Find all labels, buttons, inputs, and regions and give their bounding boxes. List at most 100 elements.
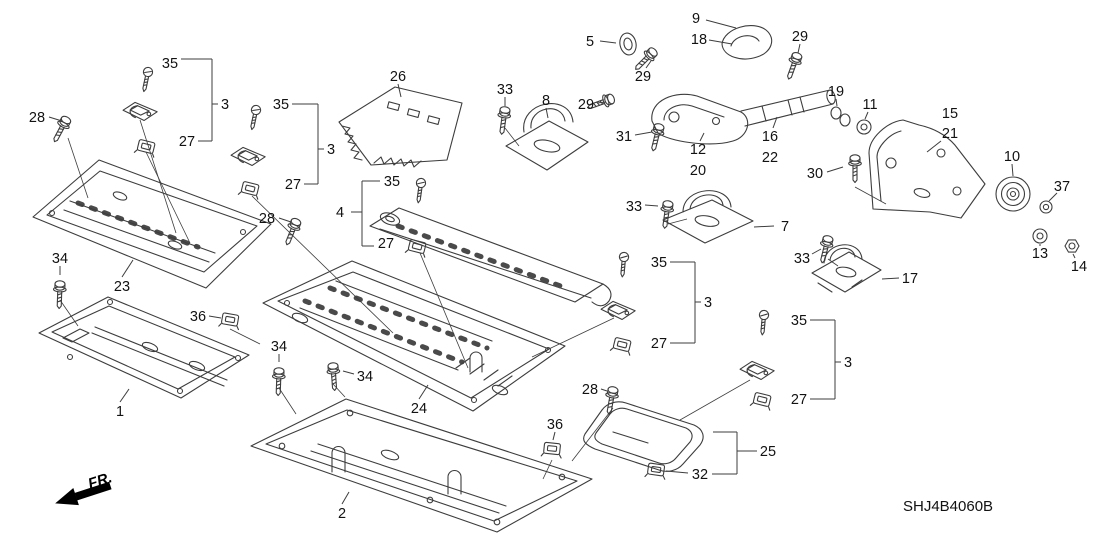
part-36-clip bbox=[218, 311, 242, 331]
part-13-drawing bbox=[1032, 228, 1048, 244]
part-2-drawing bbox=[250, 398, 593, 533]
part-label-36: 36 bbox=[190, 309, 206, 325]
part-14-nut bbox=[1064, 239, 1080, 253]
part-34-bolt bbox=[271, 367, 286, 397]
leader-line bbox=[208, 315, 222, 319]
part-3-latch bbox=[229, 145, 267, 168]
leader-line bbox=[708, 39, 733, 45]
part-27-clip bbox=[749, 391, 774, 411]
part-label-22: 22 bbox=[762, 150, 778, 166]
part-label-28: 28 bbox=[259, 211, 275, 227]
part-label-35: 35 bbox=[273, 97, 289, 113]
leader-line bbox=[926, 140, 942, 153]
leader-line bbox=[705, 19, 737, 29]
part-25-drawing bbox=[583, 401, 704, 472]
part-label-18: 18 bbox=[691, 32, 707, 48]
part-7-drawing bbox=[662, 190, 754, 244]
part-label-21: 21 bbox=[942, 126, 958, 142]
leader-line bbox=[545, 107, 549, 119]
diagram-code: SHJ4B4060B bbox=[903, 498, 993, 515]
part-label-12: 12 bbox=[690, 142, 706, 158]
part-23-drawing bbox=[32, 159, 272, 289]
leader-line bbox=[397, 83, 402, 98]
part-label-31: 31 bbox=[616, 129, 632, 145]
part-3-latch bbox=[738, 359, 776, 382]
part-label-4: 4 bbox=[336, 205, 344, 221]
part-label-7: 7 bbox=[781, 219, 789, 235]
part-4-drawing bbox=[369, 207, 612, 307]
leader-line bbox=[121, 259, 134, 278]
leader-line bbox=[835, 98, 838, 107]
leader-line bbox=[753, 225, 775, 228]
leader-line bbox=[645, 60, 652, 69]
part-30-bolt bbox=[848, 154, 862, 184]
leader-line bbox=[341, 491, 350, 505]
part-24-drawing bbox=[262, 260, 566, 412]
leader-line bbox=[634, 131, 653, 136]
part-label-13: 13 bbox=[1032, 246, 1048, 262]
part-29-bolt bbox=[782, 50, 805, 82]
part-label-30: 30 bbox=[807, 166, 823, 182]
part-label-2: 2 bbox=[338, 506, 346, 522]
part-label-26: 26 bbox=[390, 69, 406, 85]
part-27-clip bbox=[237, 180, 262, 200]
part-label-11: 11 bbox=[862, 97, 877, 113]
leader-line bbox=[278, 217, 292, 223]
part-35-screw bbox=[757, 309, 770, 336]
part-34-bolt bbox=[325, 361, 342, 392]
part-label-34: 34 bbox=[271, 339, 287, 355]
lever-assembly-drawing bbox=[619, 25, 872, 145]
leader-line bbox=[644, 204, 659, 207]
part-27-clip bbox=[133, 138, 158, 158]
part-15-21-drawing bbox=[868, 119, 986, 219]
part-label-35: 35 bbox=[791, 313, 807, 329]
fr-label: FR. bbox=[86, 469, 114, 493]
part-label-3: 3 bbox=[844, 355, 852, 371]
part-label-9: 9 bbox=[692, 11, 700, 27]
part-label-3: 3 bbox=[704, 295, 712, 311]
part-label-27: 27 bbox=[179, 134, 195, 150]
leader-line bbox=[699, 132, 705, 142]
part-label-15: 15 bbox=[942, 106, 958, 122]
part-label-24: 24 bbox=[411, 401, 427, 417]
part-label-28: 28 bbox=[29, 110, 45, 126]
leader-line bbox=[665, 470, 689, 474]
part-37-drawing bbox=[1039, 200, 1053, 214]
part-label-3: 3 bbox=[327, 142, 335, 158]
assembly-lines bbox=[59, 119, 887, 480]
leader-line bbox=[1048, 192, 1058, 202]
part-35-screw bbox=[413, 177, 427, 204]
leader-line bbox=[1072, 253, 1076, 259]
part-label-16: 16 bbox=[762, 129, 778, 145]
leader-line bbox=[811, 248, 822, 255]
part-label-32: 32 bbox=[692, 467, 708, 483]
part-10-drawing bbox=[995, 176, 1031, 212]
part-label-29: 29 bbox=[635, 69, 651, 85]
leader-line bbox=[797, 43, 801, 54]
fasteners bbox=[48, 44, 862, 480]
part-label-33: 33 bbox=[626, 199, 642, 215]
part-label-27: 27 bbox=[285, 177, 301, 193]
part-label-27: 27 bbox=[378, 236, 394, 252]
leader-line bbox=[342, 370, 355, 375]
part-label-3: 3 bbox=[221, 97, 229, 113]
part-label-8: 8 bbox=[542, 93, 550, 109]
part-32-clip bbox=[644, 462, 668, 480]
leader-line bbox=[600, 388, 608, 392]
part-label-37: 37 bbox=[1054, 179, 1070, 195]
leader-line bbox=[599, 40, 617, 44]
leader-line bbox=[864, 111, 869, 120]
part-label-33: 33 bbox=[794, 251, 810, 267]
part-label-23: 23 bbox=[114, 279, 130, 295]
part-3-latch bbox=[121, 100, 159, 123]
part-label-36: 36 bbox=[547, 417, 563, 433]
part-label-1: 1 bbox=[116, 404, 124, 420]
part-label-5: 5 bbox=[586, 34, 594, 50]
part-label-25: 25 bbox=[760, 444, 776, 460]
part-36-clip bbox=[540, 441, 564, 459]
part-17-drawing bbox=[811, 244, 882, 293]
part-35-screw bbox=[617, 251, 630, 278]
part-label-19: 19 bbox=[828, 84, 844, 100]
part-label-35: 35 bbox=[384, 174, 400, 190]
